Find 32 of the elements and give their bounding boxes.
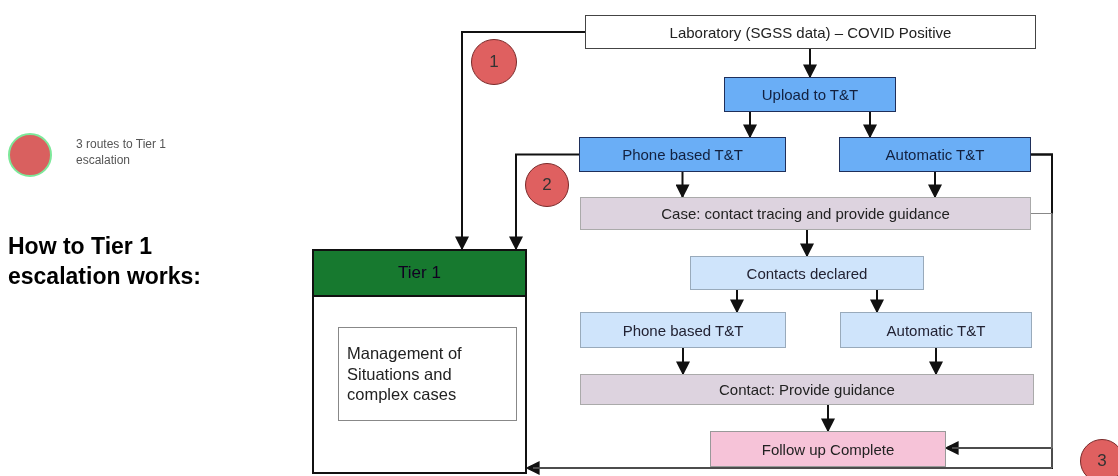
arrow — [945, 213, 1053, 452]
process-box: Automatic T&T — [840, 312, 1032, 348]
route-number-circle: 2 — [525, 163, 569, 207]
note-box: Management of Situations and complex cases — [338, 327, 517, 421]
process-box: Contact: Provide guidance — [580, 374, 1034, 405]
route-number-circle: 3 — [1080, 439, 1118, 476]
arrow — [509, 153, 580, 251]
diagram-title: How to Tier 1 escalation works: — [8, 232, 203, 291]
arrow — [675, 171, 690, 199]
arrow — [676, 347, 690, 376]
arrow — [929, 347, 943, 376]
arrow — [928, 171, 942, 199]
arrow — [730, 289, 744, 314]
process-box: Laboratory (SGSS data) – COVID Positive — [585, 15, 1036, 49]
arrow — [863, 111, 877, 139]
process-box: Case: contact tracing and provide guidance — [580, 197, 1031, 230]
arrow — [821, 404, 835, 433]
process-box: Contacts declared — [690, 256, 924, 290]
arrow — [800, 229, 814, 258]
process-box: Phone based T&T — [579, 137, 786, 172]
process-box: Automatic T&T — [839, 137, 1031, 172]
tier-panel — [312, 249, 527, 474]
arrow — [803, 48, 817, 79]
process-box: Upload to T&T — [724, 77, 896, 112]
process-box: Phone based T&T — [580, 312, 786, 348]
legend-label: 3 routes to Tier 1 escalation — [76, 136, 168, 169]
process-box: Follow up Complete — [710, 431, 946, 467]
arrow — [455, 31, 586, 251]
route-number-circle: 1 — [471, 39, 517, 85]
arrow — [870, 289, 884, 314]
panel-header: Tier 1 — [314, 251, 525, 297]
arrow — [743, 111, 757, 139]
